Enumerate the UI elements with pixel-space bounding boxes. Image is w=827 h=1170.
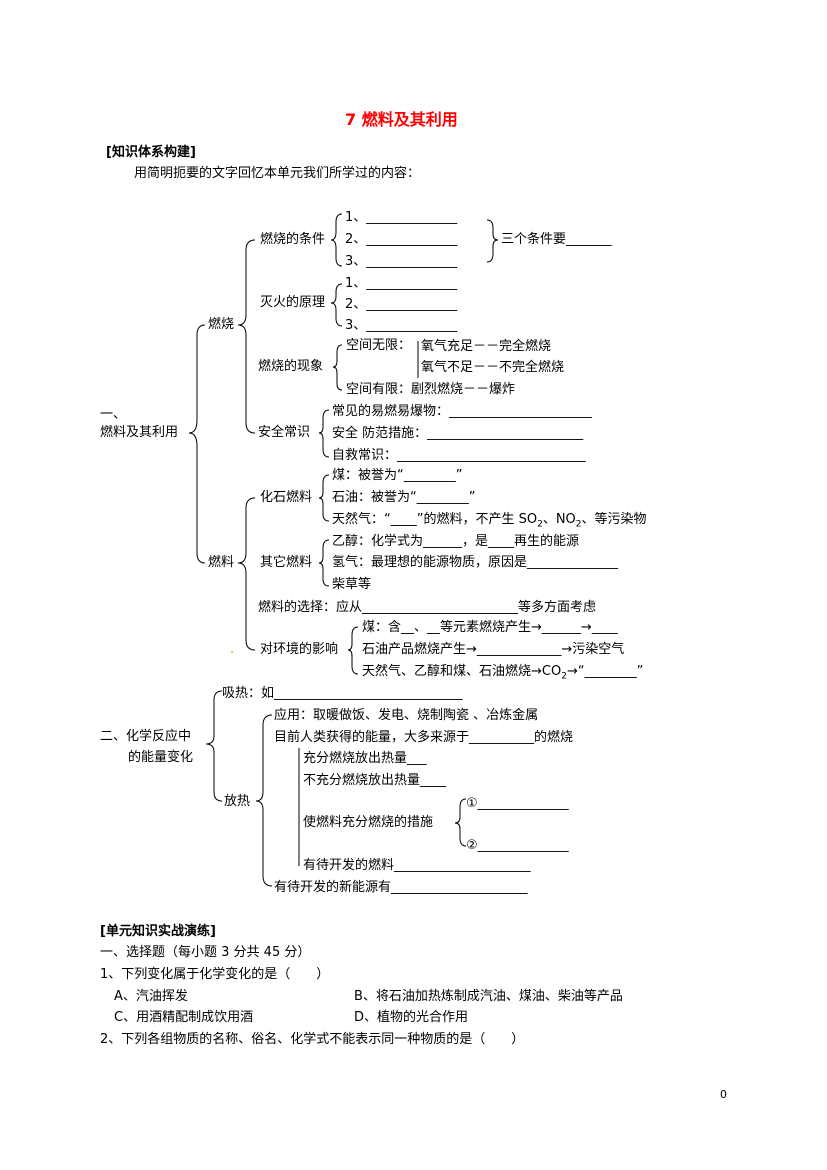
phenomena-sufficient: 氧气充足－－完全燃烧: [421, 339, 552, 354]
release-application: 应用：取暖做饭、发电、烧制陶瓷 、冶炼金属: [274, 708, 539, 723]
q1-option-a: A、汽油挥发: [114, 989, 188, 1004]
release-measures: 使燃料充分燃烧的措施: [303, 815, 434, 830]
q1-option-c: C、用酒精配制成饮用酒: [114, 1010, 254, 1025]
fossil-coal: 煤：被誉为“________”: [332, 468, 463, 483]
measure-1: ①______________: [466, 796, 569, 811]
other-firewood: 柴草等: [332, 577, 372, 592]
brace-other: [318, 539, 330, 587]
question-1: 1、下列变化属于化学变化的是（ ）: [100, 967, 330, 982]
page-number: 0: [720, 1088, 727, 1101]
conditions-label: 燃烧的条件: [260, 232, 326, 247]
combustion-label: 燃烧: [208, 317, 235, 332]
fossil-label: 化石燃料: [260, 490, 313, 505]
bracket-fuel: [237, 497, 256, 651]
phenomena-insufficient: 氧气不足－－不完全燃烧: [421, 360, 565, 375]
brace-fossil: [318, 474, 330, 522]
env-oil: 石油产品燃烧产生→_____________→污染空气: [362, 642, 625, 657]
part2-label-line2: 的能量变化: [128, 750, 194, 765]
condition-3: 3、______________: [345, 254, 458, 269]
absorb-heat: 吸热：如_____________________________: [222, 686, 463, 701]
phenomena-limited: 空间有限：剧烈燃烧－－爆炸: [346, 382, 516, 397]
conditions-note: 三个条件要_______: [501, 232, 612, 247]
release-source: 目前人类获得的能量，大多来源于__________的燃烧: [274, 730, 574, 745]
env-gas: 天然气、乙醇和煤、石油燃烧→CO2→“________”: [362, 664, 644, 682]
practice-heading: [单元知识实战演练]: [100, 924, 216, 939]
brace-measures: [454, 798, 467, 847]
bracket-release: [255, 714, 273, 887]
release-complete: 充分燃烧放出热量___: [303, 751, 427, 766]
other-ethanol: 乙醇：化学式为______，是____再生的能源: [332, 534, 580, 549]
other-hydrogen: 氢气：最理想的能源物质，原因是______________: [332, 555, 619, 570]
stray-dot: .: [230, 642, 235, 657]
fossil-oil: 石油：被誉为“________”: [332, 490, 476, 505]
q1-option-b: B、将石油加热炼制成汽油、煤油、柴油等产品: [354, 989, 623, 1004]
safety-measures: 安全 防范措施：________________________: [332, 426, 584, 441]
env-coal: 煤：含__、__等元素燃烧产生→______→____: [362, 620, 618, 635]
extinguish-2: 2、______________: [345, 297, 458, 312]
safety-label: 安全常识: [258, 425, 311, 440]
part1-label: 燃料及其利用: [100, 425, 179, 440]
release-develop-energy: 有待开发的新能源有_____________________: [274, 880, 528, 895]
instruction-text: 用简明扼要的文字回忆本单元我们所学过的内容：: [134, 166, 421, 181]
brace-three: [486, 219, 499, 263]
release-incomplete: 不充分燃烧放出热量____: [303, 773, 447, 788]
question-2: 2、下列各组物质的名称、俗名、化学式不能表示同一种物质的是（ ）: [100, 1032, 525, 1047]
phenomena-label: 燃烧的现象: [258, 359, 324, 374]
extinguish-label: 灭火的原理: [260, 295, 326, 310]
part2-label-line1: 二、化学反应中: [100, 729, 192, 744]
bracket-main: [188, 324, 206, 564]
other-fuel-label: 其它燃料: [260, 555, 313, 570]
release-heat-label: 放热: [224, 794, 251, 809]
measure-2: ②______________: [466, 838, 569, 853]
condition-2: 2、______________: [345, 232, 458, 247]
brace-extinguish: [330, 283, 343, 327]
bracket-combustion: [237, 239, 256, 434]
section-knowledge-heading: [知识体系构建]: [106, 145, 196, 160]
practice-section: 一、选择题（每小题 3 分共 45 分）: [100, 945, 311, 960]
fossil-gas: 天然气：“____”的燃料，不产生 SO2、NO2、等污染物: [332, 512, 647, 530]
brace-env: [347, 626, 359, 675]
q1-option-d: D、植物的光合作用: [354, 1010, 469, 1025]
brace-safety: [318, 409, 330, 458]
fuel-choice: 燃料的选择：应从________________________等多方面考虑: [258, 600, 597, 615]
bracket-part2: [205, 690, 223, 802]
brace-conditions: [330, 213, 343, 267]
brace-phenomena: [332, 344, 343, 391]
page-title: 7 燃料及其利用: [345, 110, 458, 129]
fuel-label: 燃料: [208, 555, 235, 570]
part1-number: 一、: [100, 407, 127, 422]
extinguish-1: 1、______________: [345, 276, 458, 291]
condition-1: 1、______________: [345, 210, 458, 225]
env-label: 对环境的影响: [260, 642, 339, 657]
extinguish-3: 3、______________: [345, 318, 458, 333]
safety-flammables: 常见的易燃易爆物：______________________: [332, 404, 593, 419]
release-develop-fuel: 有待开发的燃料_____________________: [303, 858, 531, 873]
phenomena-unlimited: 空间无限：: [346, 338, 412, 353]
safety-selfrescue: 自救常识：_____________________________: [332, 448, 586, 463]
